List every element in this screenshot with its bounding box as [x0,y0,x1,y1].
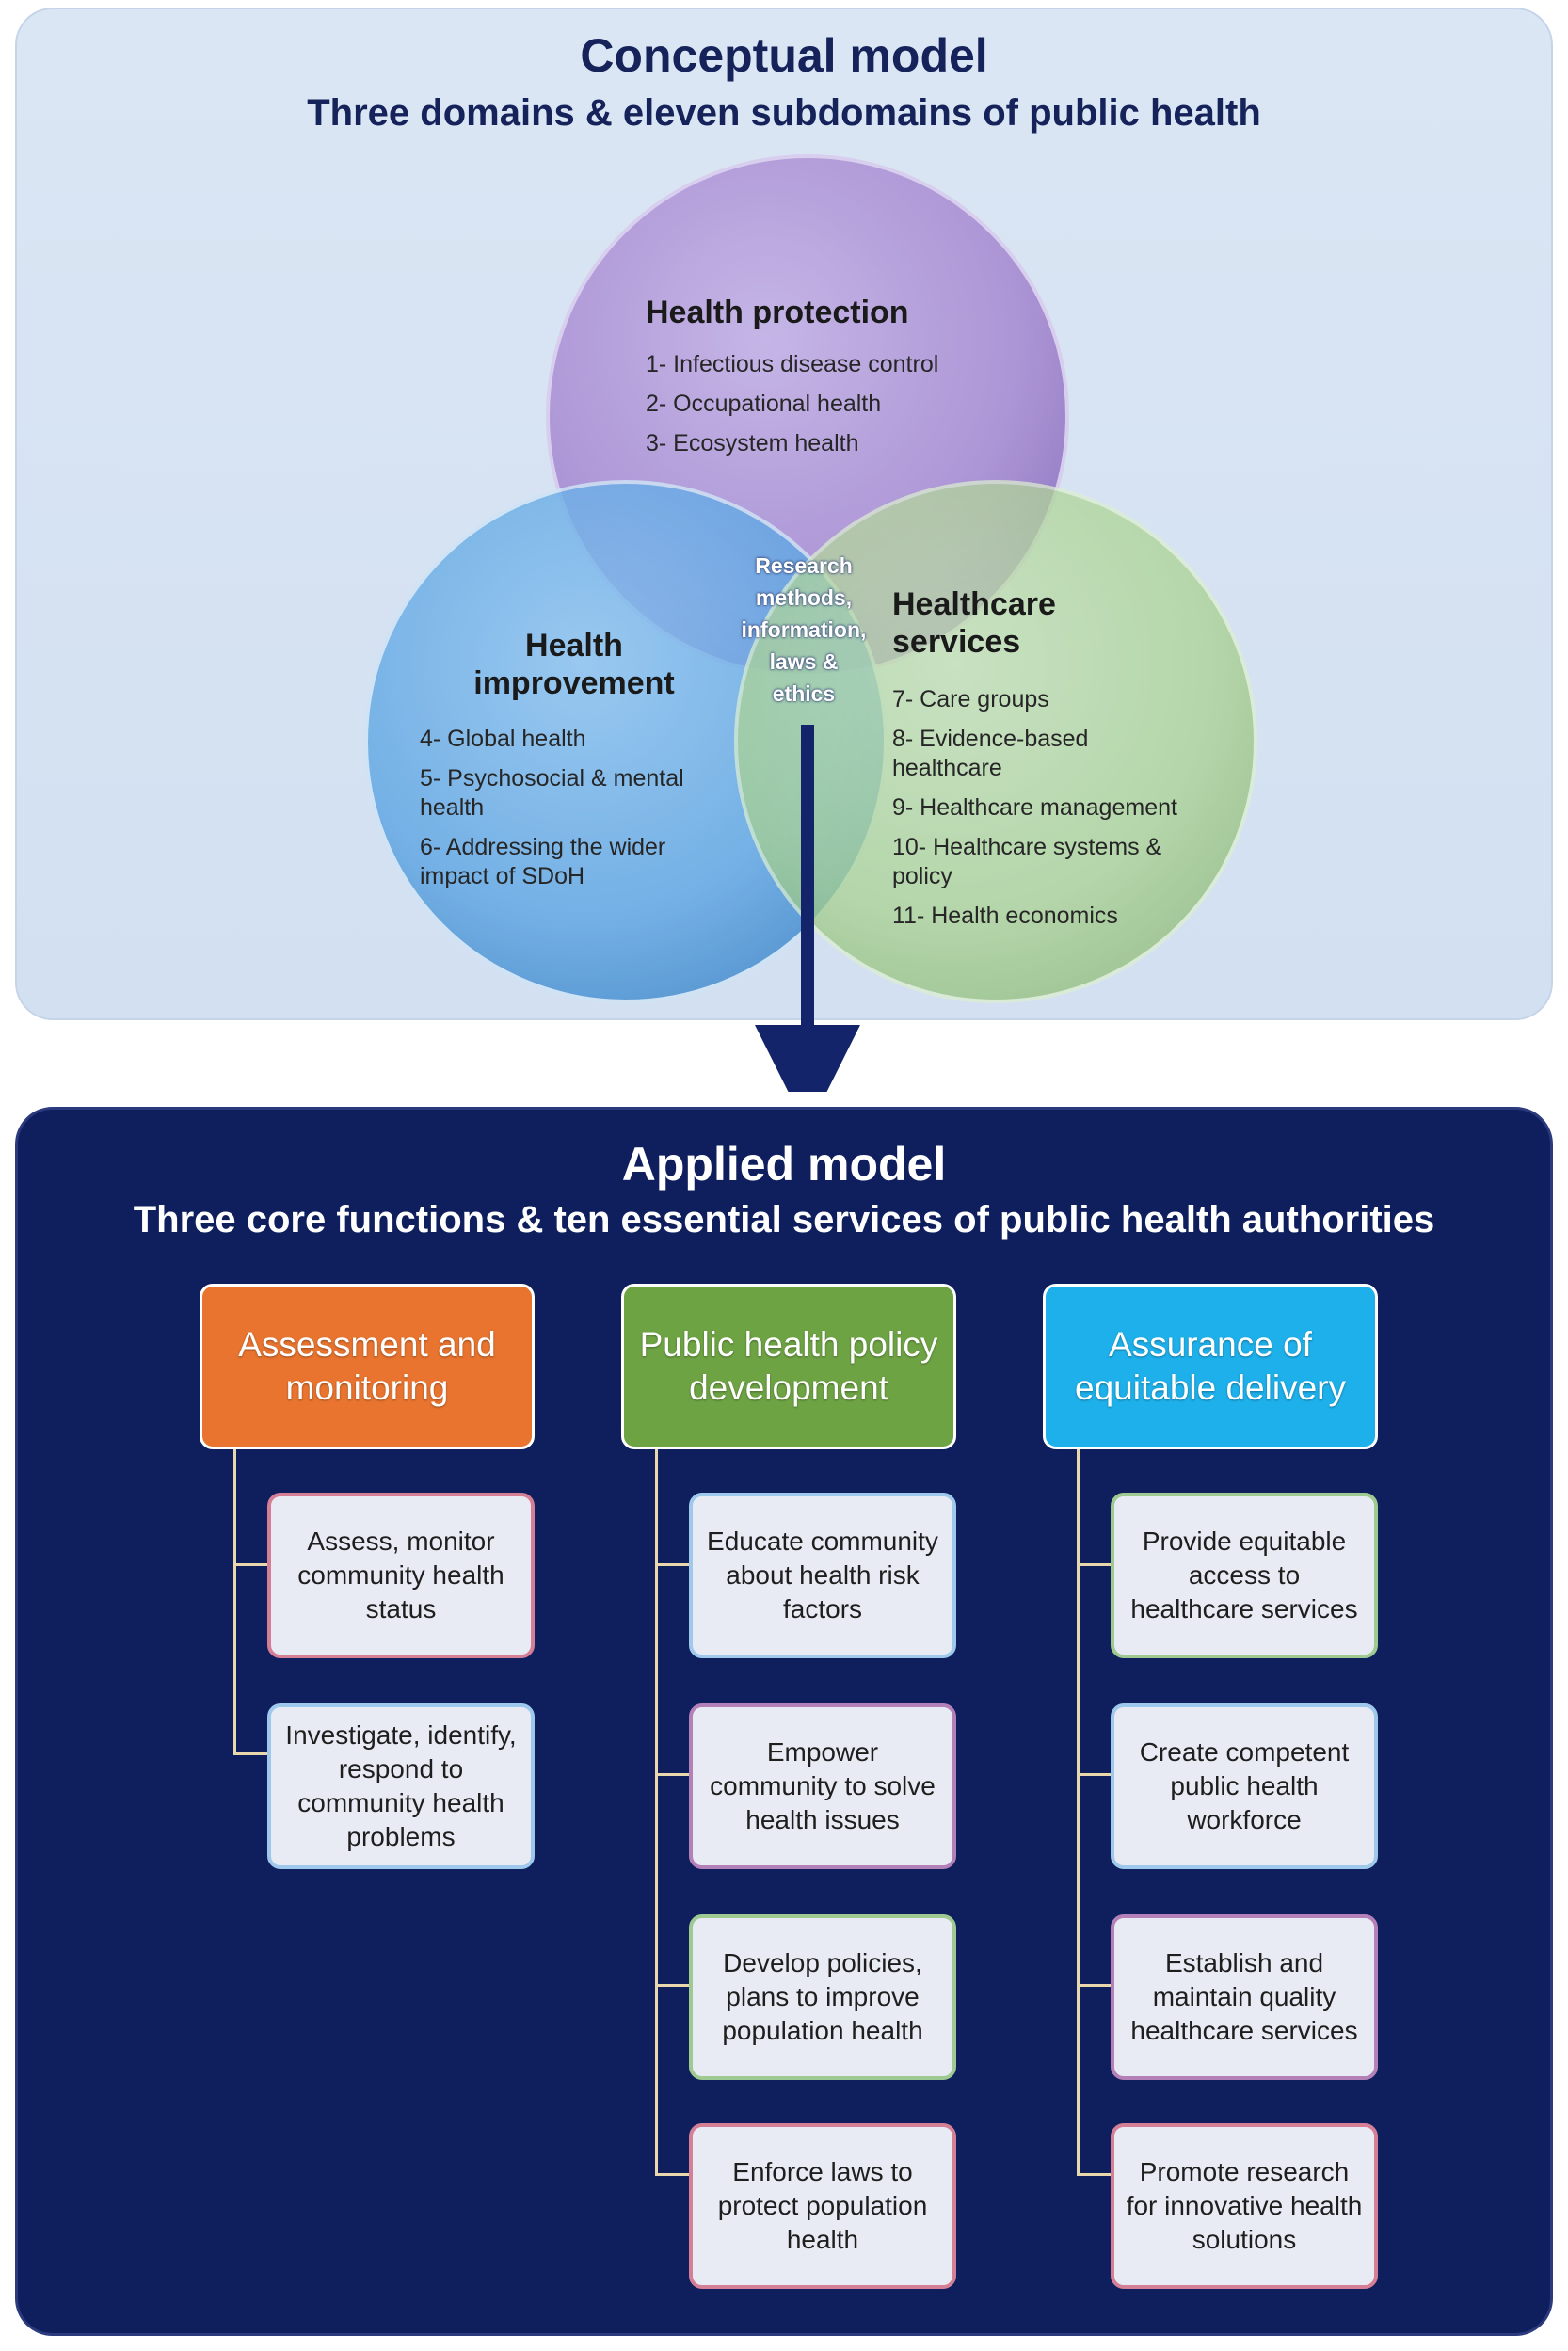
subdomain-item: 2- Occupational health [646,391,882,417]
subdomain-item: 10- Healthcare systems & policy [892,834,1162,889]
subdomain-item: 8- Evidence-based healthcare [892,726,1089,781]
subdomain-item: 4- Global health [420,726,586,752]
connector-line [655,1449,658,2174]
service-box: Empower community to solve health issues [689,1703,956,1869]
subdomain-item: 1- Infectious disease control [646,351,939,377]
healthcare-services-title: Healthcare services [892,586,1056,660]
connector-line [233,1449,236,1754]
connector-line [1077,1773,1111,1776]
service-box: Develop policies, plans to improve popul… [689,1914,956,2080]
subdomain-item: 5- Psychosocial & mental health [420,765,684,821]
service-box: Create competent public health workforce [1111,1703,1378,1869]
service-box: Establish and maintain quality healthcar… [1111,1914,1378,2080]
service-box: Enforce laws to protect population healt… [689,2123,956,2289]
subdomain-item: 6- Addressing the wider impact of SDoH [420,834,666,889]
function-box-policy: Public health policy development [621,1284,956,1449]
service-box: Promote research for innovative health s… [1111,2123,1378,2289]
healthcare-services-subdomains: 7- Care groups 8- Evidence-based healthc… [892,685,1203,941]
connector-line [1077,2173,1111,2176]
core-overlap-label: Research methods, information, laws & et… [741,553,867,706]
subdomain-item: 7- Care groups [892,686,1049,712]
connector-line [655,1773,689,1776]
health-protection-title: Health protection [646,295,909,330]
subdomain-item: 3- Ecosystem health [646,430,859,456]
service-box: Investigate, identify, respond to commun… [267,1703,535,1869]
connector-line [1077,1984,1111,1987]
subdomain-item: 9- Healthcare management [892,794,1177,821]
connector-line [233,1563,267,1566]
function-box-assurance: Assurance of equitable delivery [1043,1284,1378,1449]
connector-line [655,2173,689,2176]
health-improvement-title: Health improvement [473,628,675,701]
subdomain-item: 11- Health economics [892,903,1118,929]
connector-line [1077,1563,1111,1566]
healthcare-services-circle [734,480,1257,1003]
health-protection-subdomains: 1- Infectious disease control 2- Occupat… [646,350,1003,469]
health-improvement-subdomains: 4- Global health 5- Psychosocial & menta… [420,725,730,902]
connector-line [655,1984,689,1987]
function-box-assessment: Assessment and monitoring [200,1284,535,1449]
applied-model-subtitle: Three core functions & ten essential ser… [133,1199,1435,1240]
conceptual-model-subtitle: Three domains & eleven subdomains of pub… [307,92,1261,134]
conceptual-model-title: Conceptual model [580,29,988,82]
connector-line [1077,1449,1080,2174]
applied-model-title: Applied model [621,1138,947,1191]
connector-line [233,1752,267,1755]
service-box: Educate community about health risk fact… [689,1493,956,1658]
connector-line [655,1563,689,1566]
service-box: Provide equitable access to healthcare s… [1111,1493,1378,1658]
service-box: Assess, monitor community health status [267,1493,535,1658]
venn-diagram [364,154,1257,1092]
